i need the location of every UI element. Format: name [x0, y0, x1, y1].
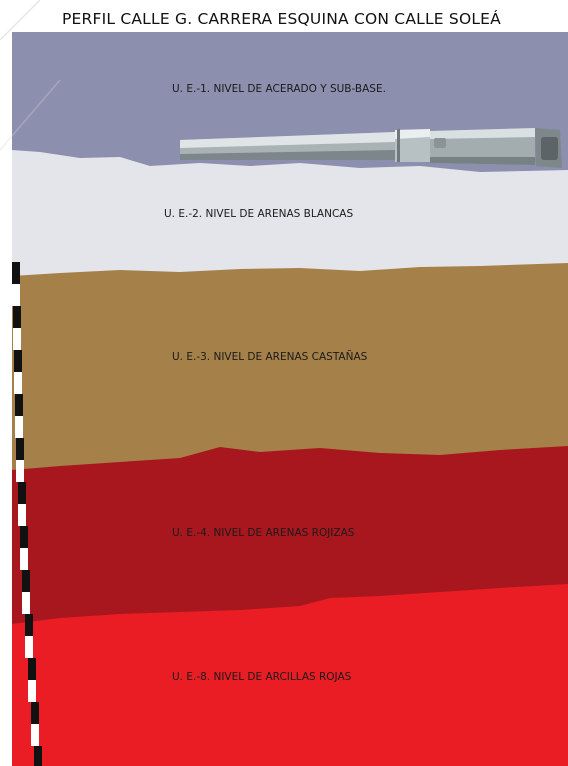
layer-5-label: U. E.-8. NIVEL DE ARCILLAS ROJAS	[172, 671, 352, 683]
layer-3-label: U. E.-3. NIVEL DE ARENAS CASTAÑAS	[172, 350, 368, 363]
layer-1-label: U. E.-1. NIVEL DE ACERADO Y SUB-BASE.	[172, 83, 386, 95]
layer-3	[12, 263, 568, 500]
layer-2-label: U. E.-2. NIVEL DE ARENAS BLANCAS	[164, 208, 353, 220]
layer-5	[12, 584, 568, 766]
diagram-title: PERFIL CALLE G. CARRERA ESQUINA CON CALL…	[62, 10, 501, 28]
scale-bar-icon	[12, 262, 42, 766]
layer-4-label: U. E.-4. NIVEL DE ARENAS ROJIZAS	[172, 527, 355, 539]
layer-2	[12, 150, 568, 290]
pipe-icon	[180, 128, 562, 168]
